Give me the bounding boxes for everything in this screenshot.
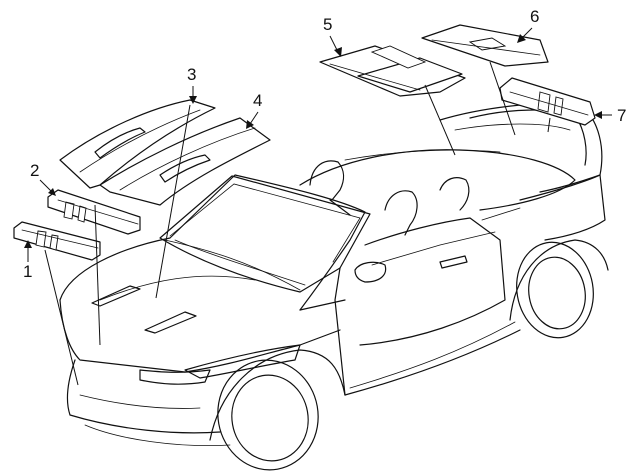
callout-4: 4 xyxy=(246,91,262,129)
callout-7-label: 7 xyxy=(617,106,626,125)
part-2-decal xyxy=(47,189,141,235)
part-6-deck-decal xyxy=(421,24,549,67)
arrow-icon xyxy=(24,240,32,248)
arrow-icon xyxy=(594,111,602,119)
callout-1-label: 1 xyxy=(23,262,32,281)
arrow-icon xyxy=(48,188,56,196)
callout-2: 2 xyxy=(30,161,56,196)
part-3-hood-stripe xyxy=(59,99,216,189)
callout-4-label: 4 xyxy=(253,91,262,110)
callout-5: 5 xyxy=(323,15,342,57)
callout-6: 6 xyxy=(517,7,539,43)
leader-lines xyxy=(44,61,551,386)
arrow-icon xyxy=(189,96,197,104)
convertible-car-body xyxy=(59,102,609,471)
part-7-spoiler-decal xyxy=(499,77,596,126)
callout-3-label: 3 xyxy=(187,65,196,84)
callout-3: 3 xyxy=(187,65,197,104)
part-1-decal xyxy=(13,221,101,261)
arrow-icon xyxy=(246,120,254,129)
callout-1: 1 xyxy=(23,240,32,281)
part-5-rear-decal xyxy=(319,45,466,97)
callout-7: 7 xyxy=(594,106,626,125)
arrow-icon xyxy=(517,34,526,43)
part-4-hood-stripe xyxy=(99,117,271,206)
callout-6-label: 6 xyxy=(530,7,539,26)
arrow-icon xyxy=(334,47,342,57)
callout-2-label: 2 xyxy=(30,161,39,180)
callout-5-label: 5 xyxy=(323,15,332,34)
